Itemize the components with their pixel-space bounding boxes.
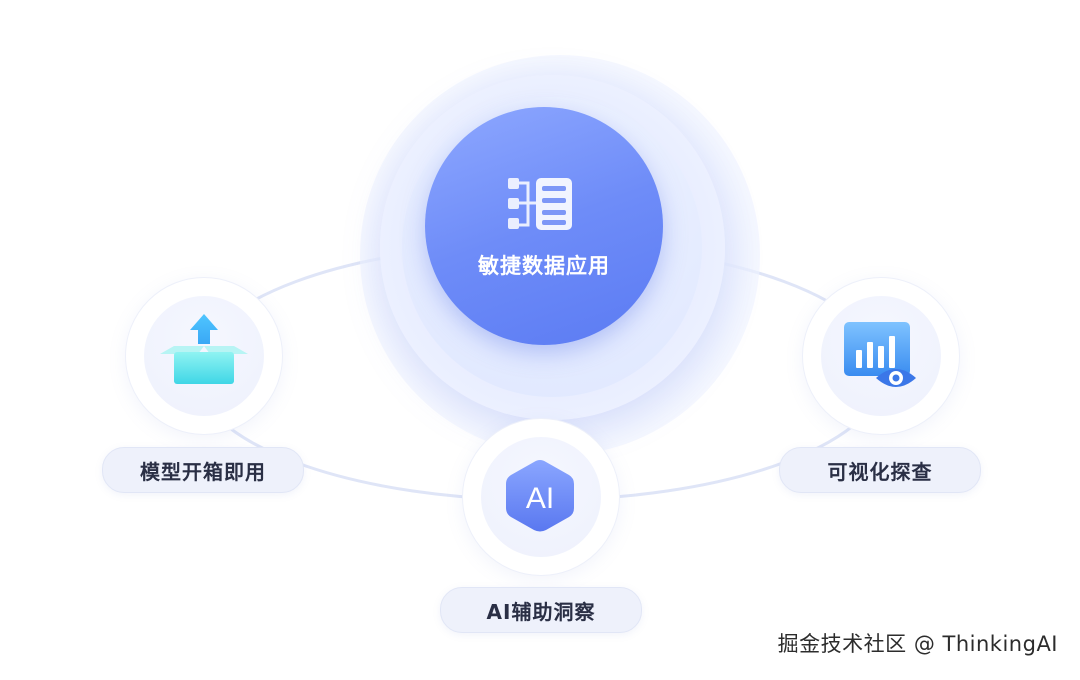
chart-eye-icon xyxy=(844,322,916,387)
watermark: 掘金技术社区 @ ThinkingAI xyxy=(777,632,1058,656)
center-label: 敏捷数据应用 xyxy=(478,254,610,278)
open-box-icon xyxy=(160,314,248,384)
label-model-ready: 模型开箱即用 xyxy=(102,447,304,493)
node-right xyxy=(802,277,960,435)
ai-icon-text: AI xyxy=(526,482,554,515)
data-flow-icon xyxy=(508,178,572,230)
label-visual-explore: 可视化探查 xyxy=(779,447,981,493)
label-ai-insight: AI辅助洞察 xyxy=(440,587,642,633)
ai-hexagon-icon: AI xyxy=(506,460,574,532)
